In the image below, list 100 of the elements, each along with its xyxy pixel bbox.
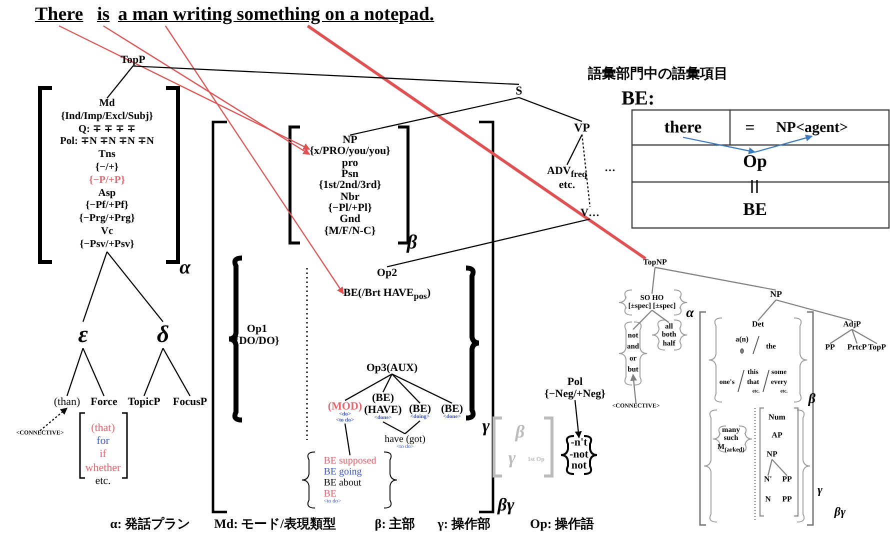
tree-branch xyxy=(82,348,105,396)
node-label: NP<agent> xyxy=(776,120,848,136)
annotation-label: α xyxy=(686,306,694,322)
node-label: (HAVE) xyxy=(364,404,402,416)
node-label: for xyxy=(96,435,110,448)
sentence-word: a man writing something on a notepad. xyxy=(118,5,434,26)
node-label: Gnd xyxy=(338,214,362,226)
node-label: (that) xyxy=(90,422,116,436)
node-label: BE(/Brt HAVE$_{pos}$) xyxy=(343,286,431,302)
annotation-label: γ xyxy=(818,482,822,498)
node-label: NP xyxy=(770,290,782,300)
node-label: BE xyxy=(743,200,767,220)
sentence-word: There xyxy=(35,5,84,26)
arrow xyxy=(754,134,813,153)
node-label: N' xyxy=(764,476,772,484)
node-label: {−Prg/+Prg} xyxy=(78,213,136,226)
node-label: {Ind/Imp/Excl/Subj} xyxy=(60,111,154,124)
legend-text: γ: 操作部 xyxy=(438,515,490,533)
node-label: Tns xyxy=(98,149,116,162)
tree-branch xyxy=(767,459,773,476)
tree-branch xyxy=(66,348,84,396)
tree-branch xyxy=(758,300,776,321)
tree-branch xyxy=(386,218,590,268)
tree-branch xyxy=(132,65,520,85)
node-label: PP xyxy=(782,476,792,484)
annotation-label: βγ xyxy=(498,494,514,516)
tree-branch xyxy=(404,420,420,434)
node-label: N xyxy=(765,496,771,504)
annotation-label: γ xyxy=(508,448,516,468)
tree-branch xyxy=(382,421,406,434)
arrow xyxy=(58,25,310,150)
legend-text: Md: モード/表現類型 xyxy=(214,515,336,533)
tree-branch xyxy=(350,97,520,136)
tree-branch xyxy=(344,374,392,401)
panel-title: 語彙部門中の語彙項目 xyxy=(588,65,728,83)
annotation-label: β xyxy=(515,422,525,442)
tree-branch xyxy=(852,328,878,344)
node-label: BE xyxy=(324,488,337,500)
node-label: pro xyxy=(340,158,360,169)
node-label: ε xyxy=(78,322,88,348)
node-label: (MOD) xyxy=(328,400,362,412)
node-label: Pol: ∓N ∓N ∓N ∓N xyxy=(60,136,154,150)
tree-branch xyxy=(344,423,351,456)
arrow xyxy=(40,408,68,432)
node-label: not xyxy=(570,460,588,472)
annotation-label: … xyxy=(604,162,616,174)
tree-branch xyxy=(851,329,858,344)
tree-branch xyxy=(143,348,164,396)
node-label: have (got) xyxy=(384,434,426,445)
arrow xyxy=(574,400,582,438)
tree-branch xyxy=(776,299,852,322)
node-label: V… xyxy=(580,206,600,220)
node-label: PP xyxy=(782,496,792,504)
tree-branch xyxy=(82,252,108,322)
tree-branch xyxy=(632,310,652,330)
node-label: TopP xyxy=(868,344,886,352)
node-label: (BE) xyxy=(409,403,431,416)
annotation-label: α xyxy=(179,256,191,280)
legend-text: α: 発話プラン xyxy=(110,515,190,533)
node-label: Op1 xyxy=(246,322,268,335)
tree-branch xyxy=(162,348,191,396)
node-label: if xyxy=(98,448,108,462)
node-label: (than) xyxy=(54,396,80,408)
tree-branch xyxy=(306,24,646,260)
node-label: Q: ∓ ∓ ∓ ∓ xyxy=(77,124,137,137)
tree-branch xyxy=(382,374,393,392)
node-label: Force xyxy=(90,396,118,408)
node-label: Pol xyxy=(566,376,584,388)
arrow xyxy=(630,374,638,404)
tree-branch xyxy=(581,134,591,208)
node-label: etc. xyxy=(558,179,576,192)
node-label: PrtcP xyxy=(847,344,867,352)
node-label: {x/PRO/you/you} xyxy=(310,146,390,158)
node-label: NP xyxy=(342,135,358,146)
annotation-label: BE: xyxy=(621,88,655,110)
node-label: FocusP xyxy=(172,396,208,408)
node-label: BE supposed xyxy=(324,455,376,466)
node-label: BE about xyxy=(324,477,362,488)
tree-branch xyxy=(392,374,452,404)
tree-branch xyxy=(518,97,582,122)
node-label: TopNP xyxy=(643,258,667,268)
node-label: Nbr xyxy=(340,192,360,203)
node-label: Vc xyxy=(100,226,114,239)
node-label: ADV$_{freq}$ xyxy=(547,164,587,180)
arrow xyxy=(103,25,310,155)
node-label: VP xyxy=(574,121,590,135)
node-label: δ xyxy=(156,322,170,348)
annotation-label: = xyxy=(745,118,755,138)
sentence-word: is xyxy=(97,5,110,26)
arrow xyxy=(682,136,756,154)
node-label: {M/F/N-C} xyxy=(323,226,377,237)
node-label: etc. xyxy=(94,474,112,488)
node-label: -n't xyxy=(570,438,588,450)
tree-branch xyxy=(392,374,420,404)
tree-branch xyxy=(772,459,788,476)
node-label: whether xyxy=(85,462,121,475)
node-label: Op xyxy=(743,152,767,172)
node-label: AdjP xyxy=(843,320,861,330)
tree-branch xyxy=(830,328,852,344)
annotation-label: β xyxy=(808,392,816,408)
